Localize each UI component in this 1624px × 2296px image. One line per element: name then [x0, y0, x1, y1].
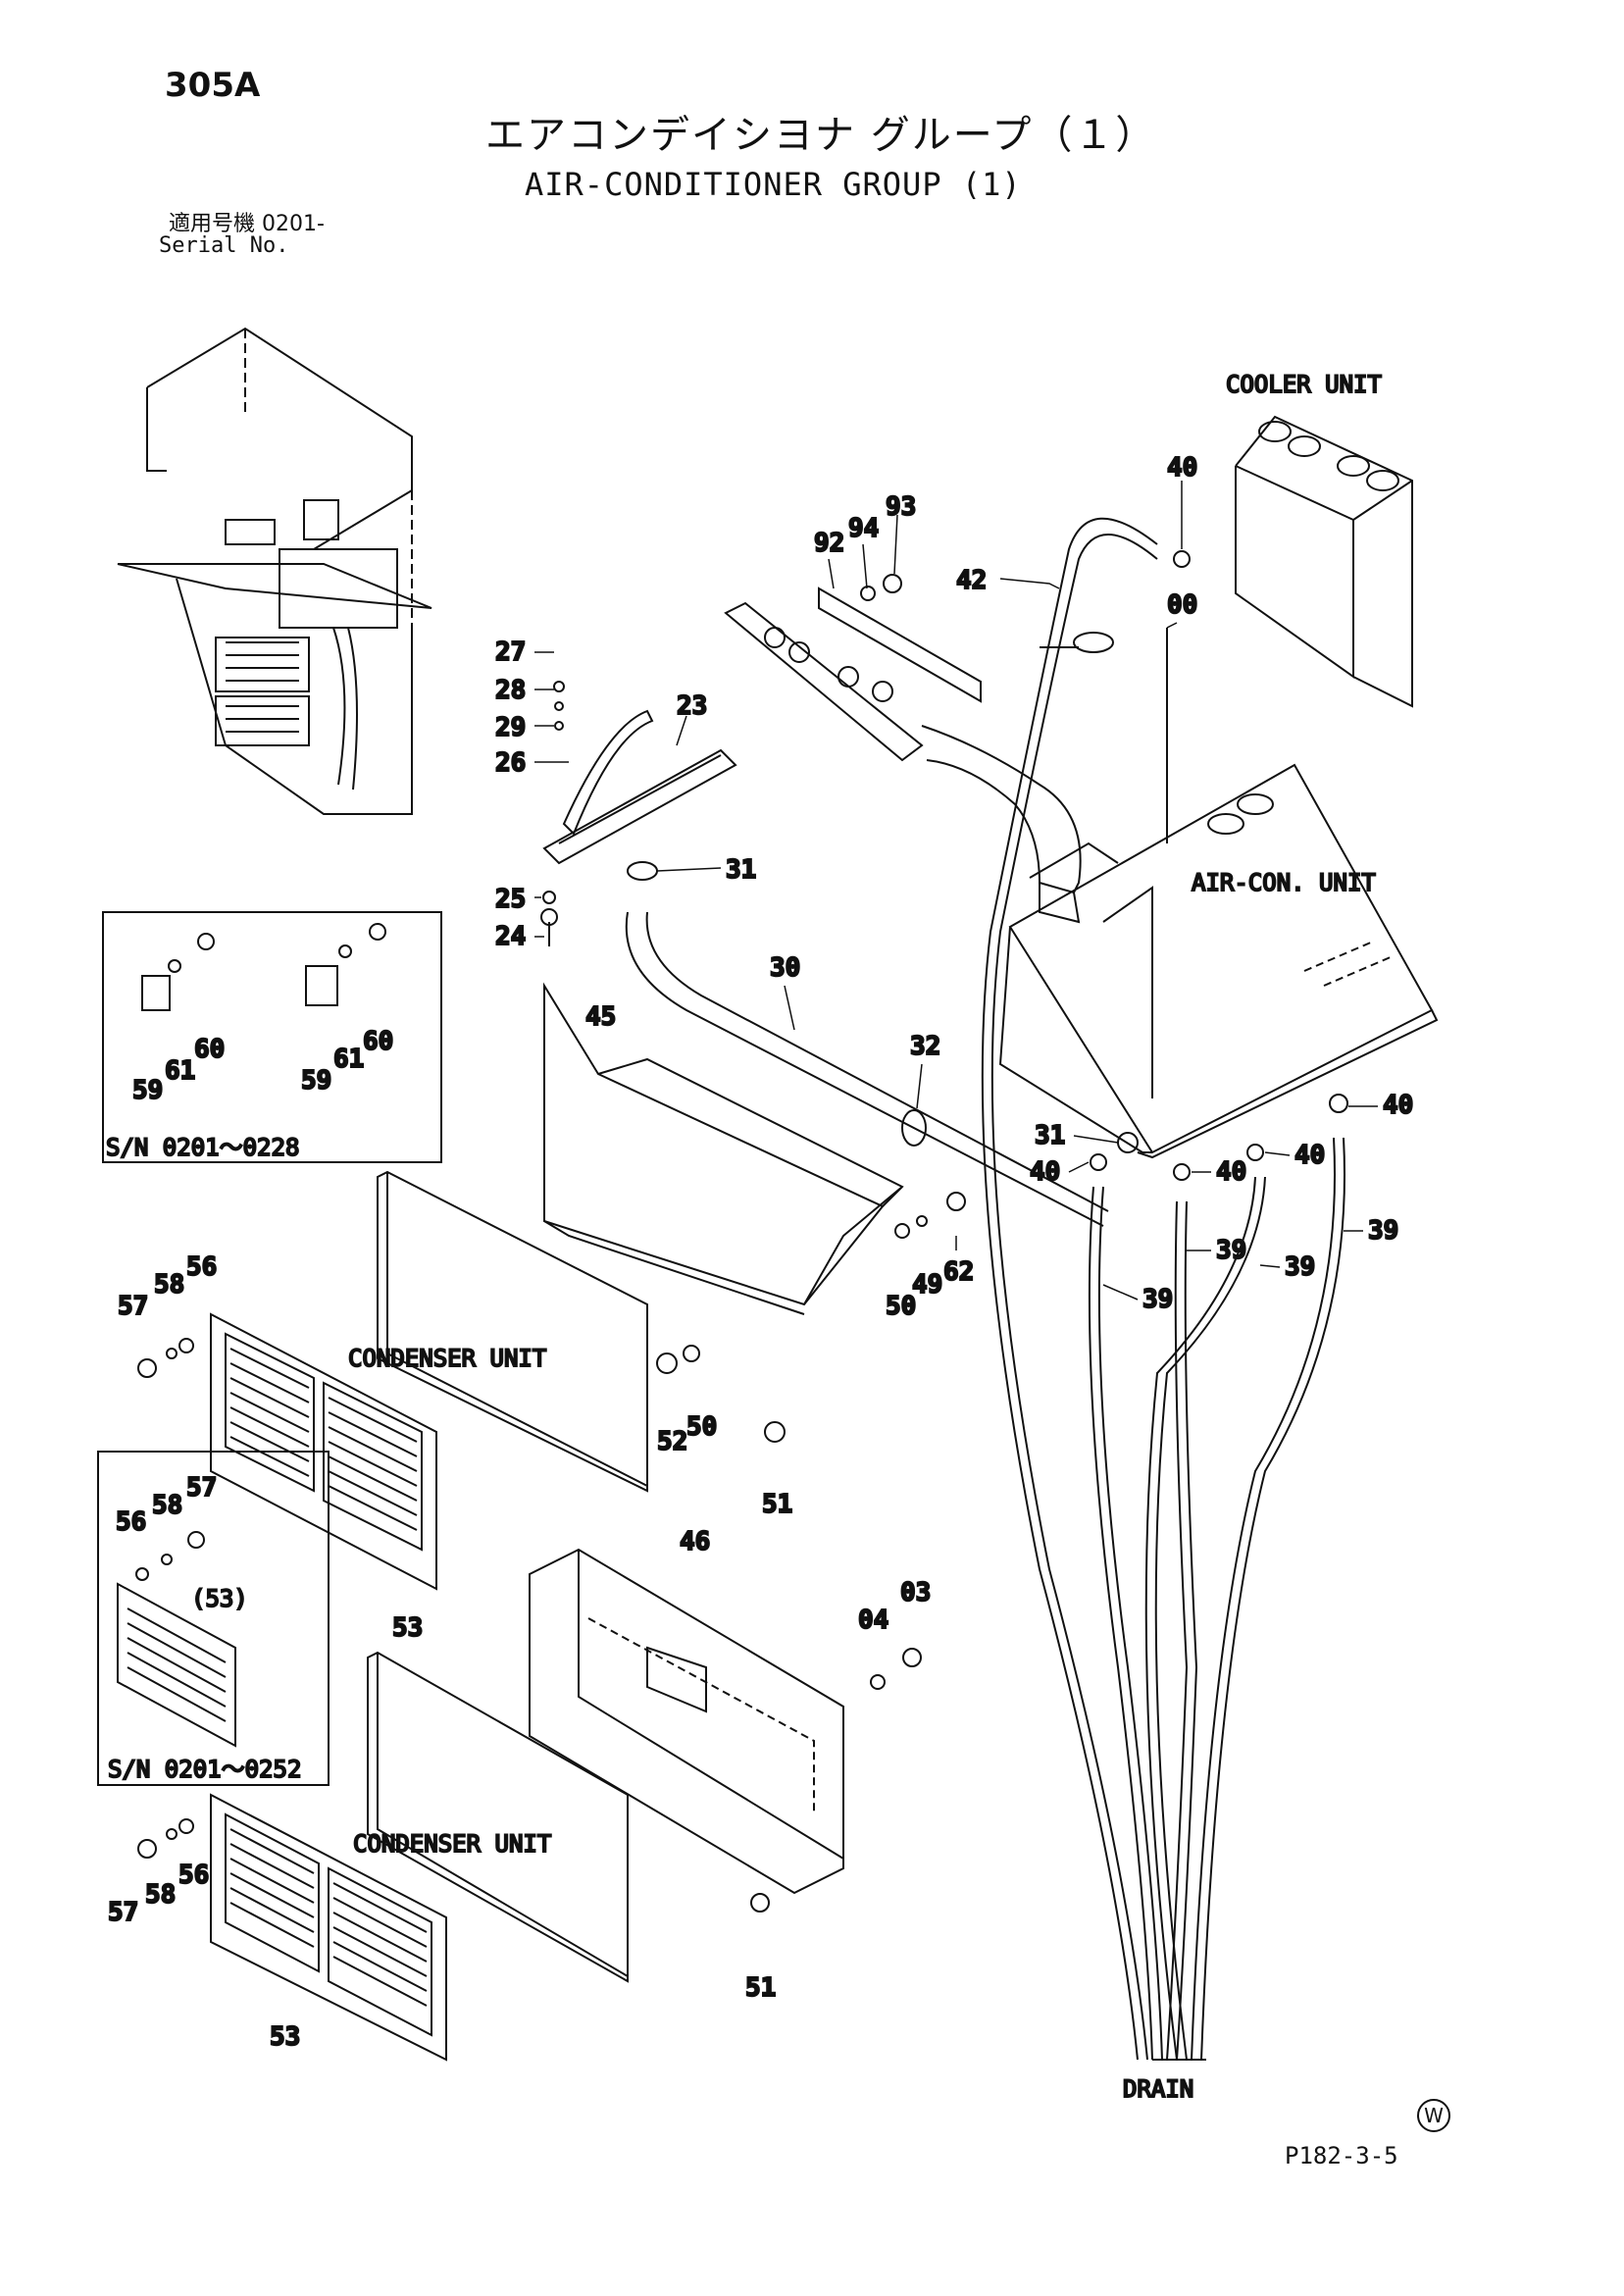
part-label: 53 [392, 1613, 423, 1643]
part-label: 53 [270, 2022, 300, 2052]
part-label: 59 [132, 1076, 163, 1105]
part-label: 40 [1383, 1091, 1413, 1120]
part-label: 39 [1216, 1236, 1246, 1265]
pipe-30-drawing [625, 911, 1109, 1227]
figure-code: P182-3-5 [1285, 2142, 1398, 2169]
serial-label-japanese: 適用号機 0201- [169, 212, 325, 236]
page-title: AIR-CONDITIONER GROUP (1) [525, 166, 1022, 203]
part-label: 57 [108, 1898, 138, 1927]
inset-serial-0252: S/N 0201～0252 [108, 1756, 301, 1783]
part-label: 31 [726, 855, 756, 885]
part-number-labels: 40 00 42 92 94 93 27 28 29 26 23 31 25 2… [107, 452, 1414, 2053]
cab-context-drawing [117, 327, 432, 815]
part-label: 92 [814, 529, 844, 558]
part-label: 45 [585, 1002, 616, 1032]
part-label: 00 [1167, 590, 1197, 620]
hardware-fasteners-drawing [137, 550, 1348, 1913]
part-label: 30 [770, 953, 800, 983]
part-label: 39 [1368, 1216, 1398, 1246]
part-label: 51 [745, 1973, 776, 2003]
grille-53-upper-drawing [210, 1312, 437, 1591]
caption-air-con-unit: AIR-CON. UNIT [1192, 869, 1376, 896]
part-label: 28 [495, 676, 526, 705]
part-label: 46 [680, 1527, 710, 1556]
part-label: 39 [1142, 1285, 1173, 1314]
part-label: 57 [186, 1473, 217, 1503]
part-label: 39 [1285, 1252, 1315, 1282]
part-label: 04 [858, 1606, 888, 1635]
box-45-drawing [543, 982, 904, 1315]
part-label: 25 [495, 885, 526, 914]
part-label: 23 [677, 691, 707, 721]
part-label: 56 [116, 1507, 146, 1537]
caption-condenser-unit-lower: CONDENSER UNIT [353, 1830, 551, 1858]
part-label: 03 [900, 1578, 931, 1607]
box-46-drawing [529, 1548, 844, 1895]
part-label: 50 [686, 1412, 717, 1442]
part-label: 42 [956, 566, 987, 595]
part-label: 26 [495, 748, 526, 778]
part-label: 56 [186, 1252, 217, 1282]
part-label: 40 [1030, 1157, 1060, 1187]
grille-53-lower-drawing [210, 1793, 447, 2062]
caption-condenser-unit-upper: CONDENSER UNIT [348, 1345, 546, 1372]
inset-box-serial-0252 [97, 1451, 330, 1786]
part-label: 31 [1035, 1121, 1065, 1150]
condenser-unit-lower-drawing [367, 1651, 629, 1983]
caption-cooler-unit: COOLER UNIT [1226, 371, 1382, 398]
part-label: 40 [1294, 1141, 1325, 1170]
inset-box-serial-0228 [102, 911, 442, 1163]
part-label: 29 [495, 713, 526, 742]
part-label: 59 [301, 1066, 331, 1096]
air-con-unit-drawing [998, 763, 1439, 1159]
part-label: 27 [495, 638, 526, 667]
title-japanese: エアコンデイシヨナ グループ（１） [485, 113, 1157, 158]
caption-drain: DRAIN [1123, 2075, 1193, 2103]
part-label: 94 [848, 514, 879, 543]
part-label: 49 [912, 1270, 942, 1300]
drain-hoses-drawing [981, 517, 1345, 2061]
part-label: 60 [363, 1027, 393, 1056]
part-label: 61 [333, 1045, 364, 1074]
part-label: 52 [657, 1427, 687, 1456]
part-label: 58 [154, 1270, 184, 1300]
part-label: 51 [762, 1490, 792, 1519]
part-label: 40 [1216, 1157, 1246, 1187]
condenser-unit-upper-drawing [377, 1170, 648, 1493]
page-number: 305A [165, 66, 261, 105]
bracket-23-drawing [540, 681, 737, 946]
duct-bracket-drawing [724, 587, 1082, 924]
part-label: 58 [152, 1491, 182, 1520]
inset-serial-0228: S/N 0201～0228 [106, 1134, 299, 1161]
w-circle-mark: W [1417, 2099, 1450, 2132]
part-label: 57 [118, 1292, 148, 1321]
part-label: 24 [495, 922, 526, 951]
cooler-unit-drawing [1235, 415, 1413, 708]
part-label: 50 [886, 1292, 916, 1321]
part-label: 40 [1167, 453, 1197, 483]
part-label: 32 [910, 1032, 940, 1061]
part-label: 61 [165, 1056, 195, 1086]
part-label: 93 [886, 492, 916, 522]
serial-label: Serial No. [159, 233, 289, 258]
part-label: 60 [194, 1035, 225, 1064]
part-label: 62 [943, 1257, 974, 1287]
inset-reference-53: (53) [191, 1585, 248, 1612]
part-label: 58 [145, 1880, 176, 1910]
part-label: 56 [178, 1861, 209, 1890]
leader-lines [534, 481, 1378, 1301]
